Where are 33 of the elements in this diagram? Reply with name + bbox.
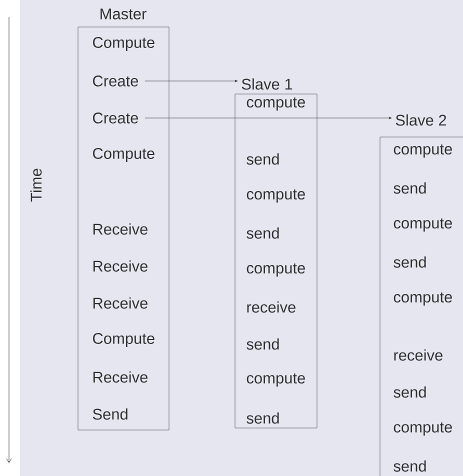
step-label: receive bbox=[247, 301, 296, 313]
step-label: compute bbox=[394, 218, 452, 232]
arrow bbox=[144, 80, 238, 82]
step-label: Compute bbox=[92, 36, 154, 52]
step-label: send bbox=[246, 153, 279, 165]
step-label: Receive bbox=[93, 260, 148, 272]
step-label: compute bbox=[394, 144, 452, 158]
step-label: compute bbox=[394, 422, 452, 436]
step-label: Create bbox=[92, 112, 138, 124]
step-label: send bbox=[394, 182, 426, 194]
node-label: Slave 1 bbox=[242, 78, 292, 90]
arrow bbox=[144, 116, 392, 120]
step-label: send bbox=[246, 227, 279, 239]
step-label: Receive bbox=[93, 223, 148, 235]
step-label: Receive bbox=[93, 297, 148, 309]
step-label: Create bbox=[92, 76, 138, 86]
step-label: compute bbox=[246, 97, 305, 111]
step-label: send bbox=[394, 256, 426, 268]
step-label: send bbox=[394, 460, 426, 472]
step-label: send bbox=[394, 386, 426, 398]
step-label: send bbox=[246, 338, 279, 350]
step-label: compute bbox=[246, 373, 305, 387]
step-label: receive bbox=[394, 349, 442, 361]
step-label: compute bbox=[246, 189, 305, 203]
step-label: Send bbox=[92, 408, 128, 420]
step-label: Receive bbox=[93, 371, 148, 383]
step-label: compute bbox=[394, 292, 452, 306]
step-label: Compute bbox=[92, 332, 154, 348]
step-label: Compute bbox=[92, 148, 154, 162]
step-label: send bbox=[246, 412, 279, 424]
step-label: compute bbox=[246, 263, 305, 277]
node-label: Master bbox=[100, 8, 146, 20]
axis-label: Time bbox=[30, 168, 42, 202]
